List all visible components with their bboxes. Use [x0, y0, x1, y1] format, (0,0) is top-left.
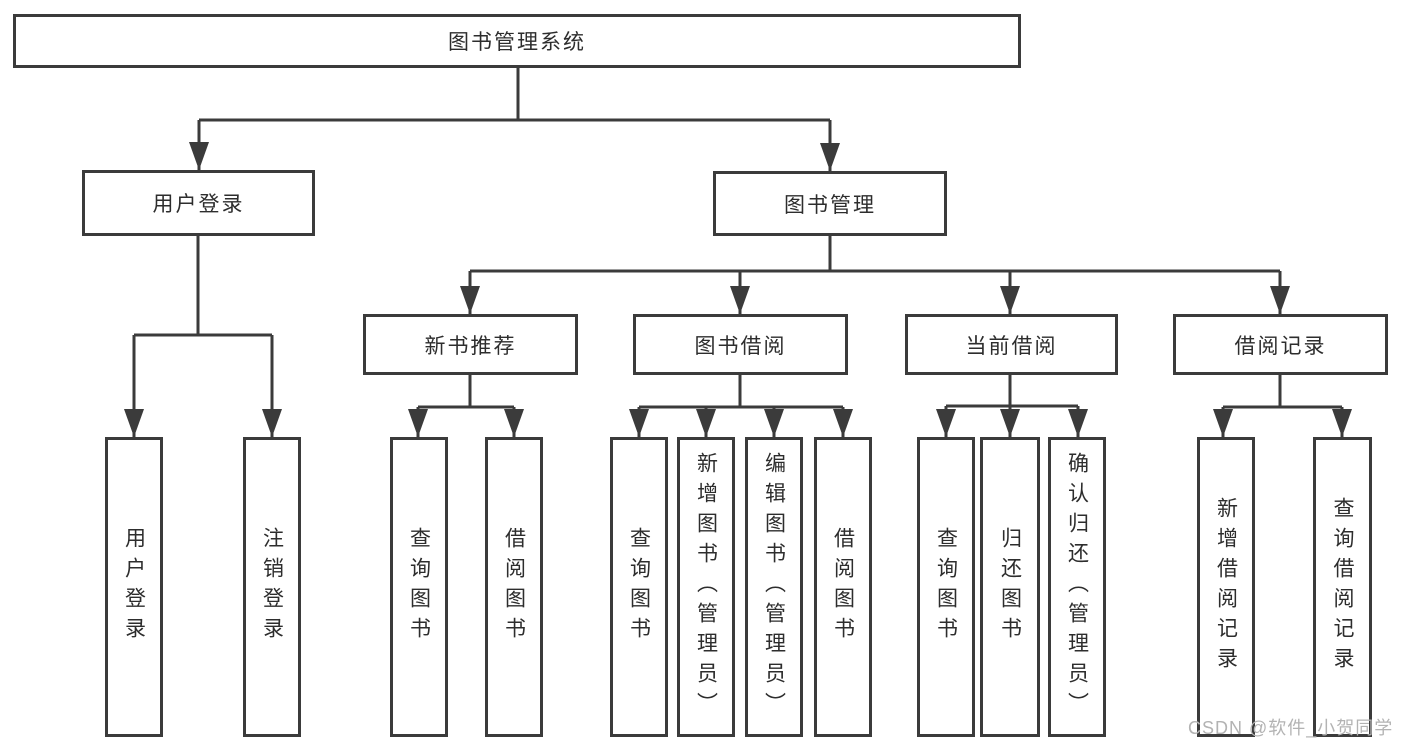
- node-borrowing-records: 借阅记录: [1173, 314, 1388, 375]
- node-borrowing-records-label: 借阅记录: [1234, 334, 1327, 358]
- node-book-borrowing: 图书借阅: [633, 314, 848, 375]
- node-user-login: 用户登录: [82, 170, 315, 236]
- leaf-current-confirm-return-admin: 确认归还（管理员）: [1048, 437, 1106, 737]
- leaf-borrowing-add-books-admin: 新增图书（管理员）: [677, 437, 735, 737]
- node-new-book-recommendation: 新书推荐: [363, 314, 578, 375]
- leaf-recommend-borrow-books-label: 借阅图书: [502, 527, 526, 647]
- node-root: 图书管理系统: [13, 14, 1021, 68]
- leaf-current-return-books: 归还图书: [980, 437, 1040, 737]
- leaf-user-login-label: 用户登录: [122, 527, 146, 647]
- leaf-user-logout: 注销登录: [243, 437, 301, 737]
- leaf-recommend-query-books-label: 查询图书: [407, 527, 431, 647]
- leaf-records-query-borrow-record: 查询借阅记录: [1313, 437, 1372, 737]
- leaf-borrowing-query-books-label: 查询图书: [627, 527, 651, 647]
- leaf-current-confirm-return-admin-label: 确认归还（管理员）: [1065, 452, 1089, 722]
- leaf-borrowing-borrow-books: 借阅图书: [814, 437, 872, 737]
- node-book-borrowing-label: 图书借阅: [694, 334, 787, 358]
- leaf-borrowing-edit-books-admin: 编辑图书（管理员）: [745, 437, 803, 737]
- leaf-borrowing-query-books: 查询图书: [610, 437, 668, 737]
- csdn-watermark: CSDN @软件_小贺同学: [1188, 718, 1394, 738]
- leaf-recommend-borrow-books: 借阅图书: [485, 437, 543, 737]
- leaf-records-query-borrow-record-label: 查询借阅记录: [1331, 497, 1354, 677]
- leaf-borrowing-add-books-admin-label: 新增图书（管理员）: [694, 452, 718, 722]
- leaf-current-query-books-label: 查询图书: [934, 527, 958, 647]
- node-book-management: 图书管理: [713, 171, 947, 236]
- leaf-current-query-books: 查询图书: [917, 437, 975, 737]
- leaf-borrowing-borrow-books-label: 借阅图书: [831, 527, 855, 647]
- leaf-recommend-query-books: 查询图书: [390, 437, 448, 737]
- leaf-borrowing-edit-books-admin-label: 编辑图书（管理员）: [762, 452, 786, 722]
- node-current-borrowing-label: 当前借阅: [965, 334, 1058, 358]
- node-user-login-label: 用户登录: [152, 193, 245, 216]
- leaf-user-login: 用户登录: [105, 437, 163, 737]
- leaf-records-add-borrow-record: 新增借阅记录: [1197, 437, 1255, 737]
- leaf-user-logout-label: 注销登录: [260, 527, 284, 647]
- node-root-label: 图书管理系统: [448, 31, 586, 54]
- node-book-management-label: 图书管理: [784, 193, 876, 217]
- node-new-book-recommendation-label: 新书推荐: [424, 334, 517, 358]
- leaf-current-return-books-label: 归还图书: [998, 527, 1022, 647]
- leaf-records-add-borrow-record-label: 新增借阅记录: [1214, 497, 1238, 677]
- node-current-borrowing: 当前借阅: [905, 314, 1118, 375]
